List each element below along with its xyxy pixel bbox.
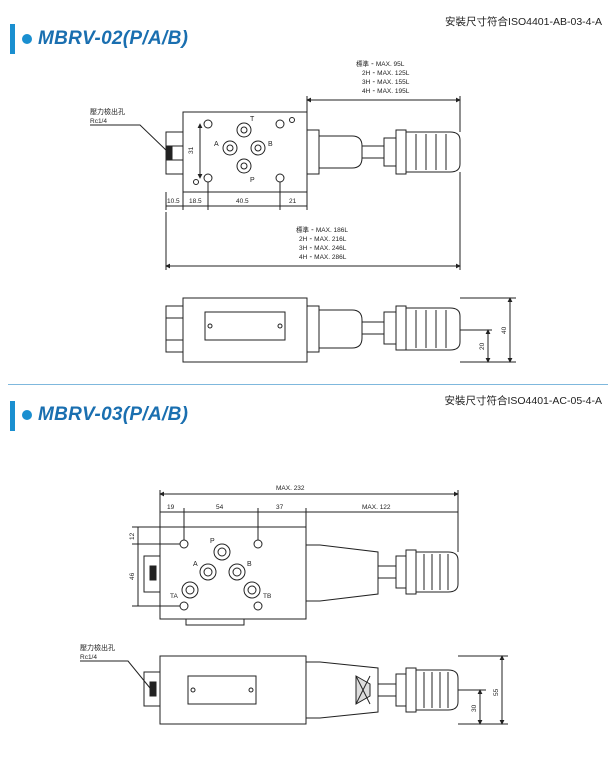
port-a-hole <box>222 140 238 156</box>
port-label-tb-03: TB <box>263 593 271 600</box>
adjuster-collar <box>306 129 320 175</box>
port-label-b: B <box>268 141 273 148</box>
lock-nut <box>383 137 397 167</box>
mbrv02-top-view: T A B P 31 壓力檢出孔 Rc1/4 10.5 18.5 40.5 21 <box>90 59 461 270</box>
port-p-hole <box>236 158 252 174</box>
overall-length-1: 標準 ⁃ MAX. 186L <box>296 225 348 234</box>
bolt-hole <box>253 539 263 549</box>
valve-body-03-side <box>159 655 307 725</box>
section-header-2: MBRV-03(P/A/B) <box>10 398 188 432</box>
adjust-knob <box>405 131 461 173</box>
top-length-4: 4H ⁃ MAX. 195L <box>362 88 410 95</box>
dim-bottom-1: 10.5 <box>167 198 180 205</box>
pressure-port-size: Rc1/4 <box>90 118 107 125</box>
side-dim-55: 55 <box>493 688 500 696</box>
nameplate <box>204 311 286 341</box>
cone-housing <box>305 544 379 602</box>
stem-03 <box>377 565 397 579</box>
bolt-hole <box>179 539 189 549</box>
dim-top-37: 37 <box>276 504 284 511</box>
section-title-2: MBRV-03(P/A/B) <box>38 404 189 425</box>
port-t-hole <box>236 122 252 138</box>
valve-body-side <box>182 297 308 363</box>
port-p-hole-03 <box>213 543 231 561</box>
adjuster-stem <box>361 145 385 159</box>
bullet-dot-icon <box>22 34 32 44</box>
section-divider <box>8 384 608 385</box>
port-tb-hole-03 <box>243 581 261 599</box>
adjuster-housing <box>318 135 363 169</box>
dim-bottom-3: 40.5 <box>236 198 249 205</box>
port-label-a-03: A <box>193 561 198 568</box>
accent-bar-2 <box>10 401 15 431</box>
dim-total-03: MAX. 232 <box>276 485 305 492</box>
port-a-hole-03 <box>199 563 217 581</box>
bolt-hole <box>179 601 189 611</box>
mbrv03-side-view: 55 30 壓力檢出孔 Rc1/4 <box>80 643 508 725</box>
pressure-port-size-03: Rc1/4 <box>80 654 97 661</box>
top-length-1: 標準 ⁃ MAX. 95L <box>356 59 405 68</box>
adjust-knob-03 <box>415 551 459 593</box>
standard-note-1: 安裝尺寸符合ISO4401-AB-03-4-A <box>445 16 602 28</box>
port-ta-hole-03 <box>181 581 199 599</box>
port-b-hole <box>250 140 266 156</box>
overall-length-2: 2H ⁃ MAX. 216L <box>299 236 347 243</box>
pressure-port-label: 壓力檢出孔 <box>90 107 125 116</box>
accent-bar-1 <box>10 24 15 54</box>
side-dim-40: 40 <box>501 326 508 334</box>
dim-top-54: 54 <box>216 504 224 511</box>
dim-top-19: 19 <box>167 504 175 511</box>
dim-top-max122: MAX. 122 <box>362 504 391 511</box>
knob-base <box>395 129 407 175</box>
bolt-hole <box>253 601 263 611</box>
dim-left-46: 46 <box>129 572 136 580</box>
plug-fitting <box>165 145 173 161</box>
side-dim-30: 30 <box>471 704 478 712</box>
bolt-hole <box>203 173 213 183</box>
port-label-a: A <box>214 141 219 148</box>
port-b-hole-03 <box>228 563 246 581</box>
mbrv02-side-view: 40 20 <box>165 297 516 363</box>
port-label-p: P <box>250 177 255 184</box>
port-label-b-03: B <box>247 561 252 568</box>
dim-vertical: 31 <box>188 146 195 154</box>
dim-bottom-2: 18.5 <box>189 198 202 205</box>
bolt-hole <box>275 119 285 129</box>
bolt-hole <box>275 173 285 183</box>
port-label-p-03: P <box>210 538 215 545</box>
top-length-2: 2H ⁃ MAX. 125L <box>362 70 410 77</box>
mbrv03-top-view: P A B TA TB MAX. 232 19 54 37 MAX. 122 1… <box>129 485 459 626</box>
standard-note-2: 安裝尺寸符合ISO4401-AC-05-4-A <box>444 395 602 407</box>
plug-03-side <box>143 671 161 707</box>
valve-body <box>182 111 308 193</box>
port-label-ta-03: TA <box>170 593 178 600</box>
overall-length-4: 4H ⁃ MAX. 286L <box>299 254 347 261</box>
dim-left-12: 12 <box>129 532 136 540</box>
bolt-hole <box>203 119 213 129</box>
base-step <box>185 618 245 626</box>
plug-side <box>165 305 184 353</box>
port-label-t: T <box>250 116 255 123</box>
pressure-port-label-03: 壓力檢出孔 <box>80 643 115 652</box>
dim-bottom-4: 21 <box>289 198 297 205</box>
section-title-1: MBRV-02(P/A/B) <box>38 28 189 49</box>
overall-length-3: 3H ⁃ MAX. 246L <box>299 245 347 252</box>
nameplate-03 <box>187 675 257 705</box>
section-header-1: MBRV-02(P/A/B) <box>10 22 188 56</box>
top-length-3: 3H ⁃ MAX. 155L <box>362 79 410 86</box>
bullet-dot-icon <box>22 410 32 420</box>
pressure-port-plug-03 <box>143 555 161 593</box>
side-dim-20: 20 <box>479 342 486 350</box>
